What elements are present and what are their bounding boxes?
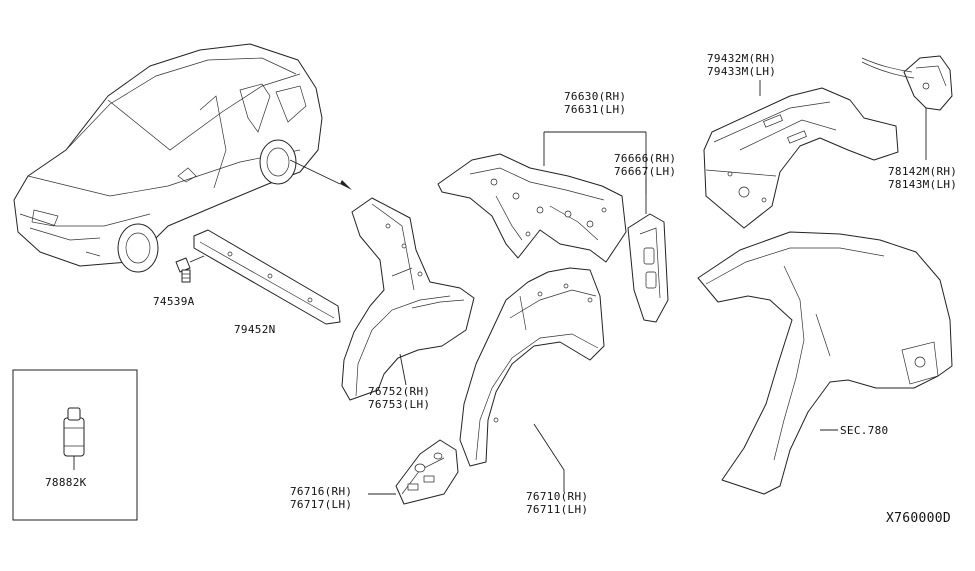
label-78142M-rh: 78142M(RH): [888, 165, 957, 178]
label-74539A: 74539A: [153, 295, 195, 308]
parcel-shelf-79432M-part: [703, 80, 899, 229]
label-76667-lh: 76667(LH): [614, 165, 676, 178]
label-79433M-lh: 79433M(LH): [707, 65, 776, 78]
label-78143M-lh: 78143M(LH): [888, 178, 957, 191]
label-79432M-rh: 79432M(RH): [707, 52, 776, 65]
label-76716-rh: 76716(RH): [290, 485, 352, 498]
label-76717-lh: 76717(LH): [290, 498, 352, 511]
label-76711-lh: 76711(LH): [526, 503, 588, 516]
clip-78882K-inset-box: [12, 369, 138, 521]
reinforcement-76666-part: [627, 178, 669, 323]
panel-76716-part: [368, 439, 459, 505]
label-76666-rh: 76666(RH): [614, 152, 676, 165]
sill-rail-79452N-part: [193, 229, 341, 325]
label-76710-rh: 76710(RH): [526, 490, 588, 503]
wheelhouse-inner-76710-part: [459, 267, 605, 492]
diagram-id: X760000D: [886, 511, 951, 526]
label-76753-lh: 76753(LH): [368, 398, 430, 411]
label-76631-lh: 76631(LH): [564, 103, 626, 116]
wheelhouse-76752-part: [341, 197, 475, 401]
bolt-74539A-part: [175, 255, 205, 283]
vehicle-overview-illustration: [13, 43, 352, 273]
label-sec780: SEC.780: [840, 424, 888, 437]
label-76630-rh: 76630(RH): [564, 90, 626, 103]
label-78882K: 78882K: [45, 476, 87, 489]
label-76752-rh: 76752(RH): [368, 385, 430, 398]
quarter-panel-sec780-part: [697, 231, 953, 495]
label-79452N: 79452N: [234, 323, 276, 336]
bracket-78142M-part: [861, 55, 953, 160]
pillar-inner-76630-part: [437, 131, 647, 263]
